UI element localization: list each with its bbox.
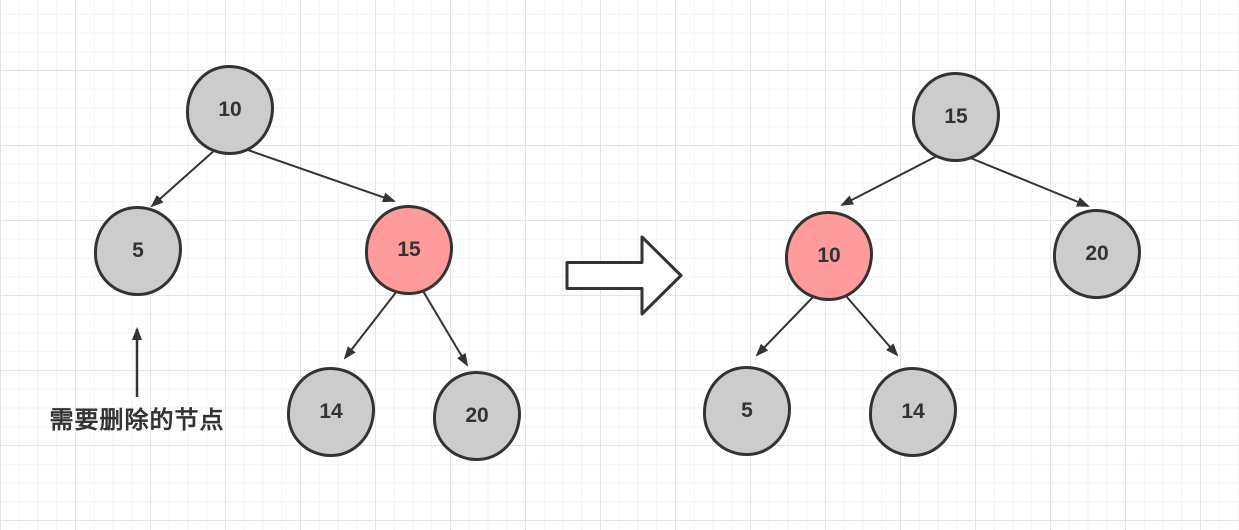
tree-node-before-15-highlighted: 15 (365, 205, 453, 295)
node-value: 15 (397, 238, 421, 261)
edge-after-10-5 (755, 295, 815, 357)
tree-node-before-5: 5 (94, 206, 182, 296)
tree-node-after-10-highlighted: 10 (785, 211, 873, 301)
tree-node-after-5: 5 (703, 366, 791, 456)
edge-after-15-10 (840, 155, 938, 206)
tree-node-before-14: 14 (287, 367, 375, 457)
node-value: 5 (132, 239, 144, 262)
node-value: 14 (319, 400, 343, 423)
transform-arrow-icon (565, 235, 683, 316)
tree-node-after-14: 14 (869, 367, 957, 457)
edge-before-15-14 (343, 290, 398, 360)
edge-after-15-20 (967, 156, 1090, 207)
edge-before-15-20 (422, 290, 469, 367)
annotation-label: 需要删除的节点 (49, 407, 225, 434)
node-value: 20 (1085, 242, 1109, 265)
tree-node-after-15: 15 (912, 72, 1000, 162)
node-value: 20 (465, 404, 489, 427)
node-value: 10 (817, 244, 841, 267)
tree-node-after-20: 20 (1053, 209, 1141, 299)
node-value: 14 (901, 400, 925, 423)
node-value: 10 (218, 98, 242, 121)
edge-after-10-14 (845, 295, 899, 357)
tree-node-before-20: 20 (433, 371, 521, 461)
node-value: 15 (944, 105, 968, 128)
node-value: 5 (741, 399, 753, 422)
edge-before-10-5 (150, 148, 217, 208)
edge-before-10-15 (244, 148, 396, 203)
tree-node-before-10: 10 (186, 65, 274, 155)
